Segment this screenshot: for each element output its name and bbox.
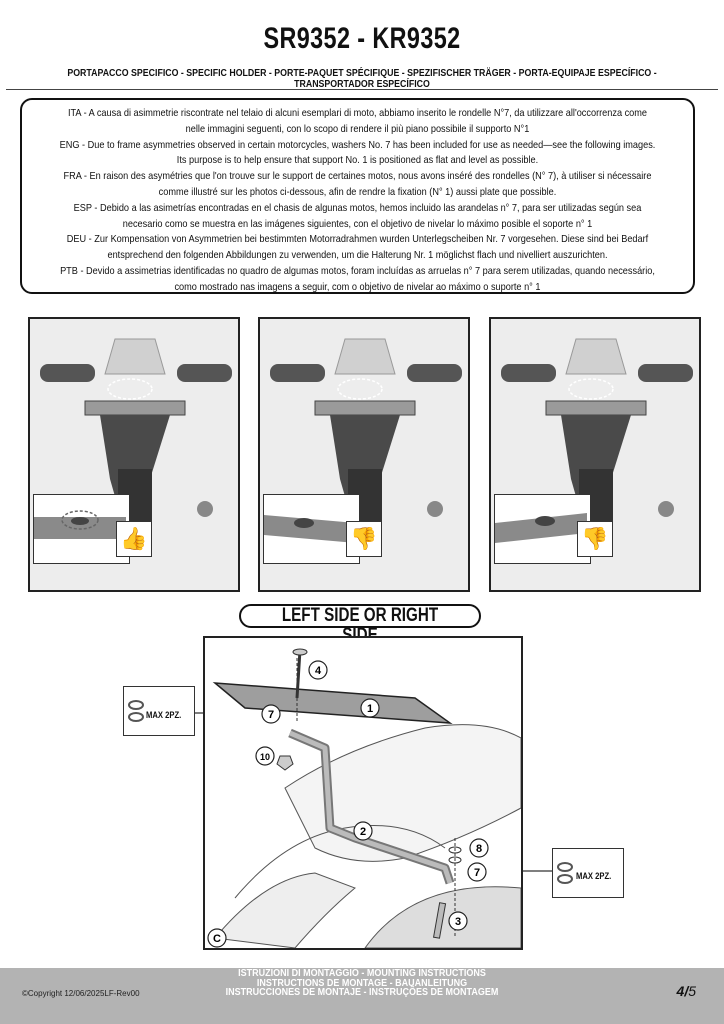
washer-icon (557, 862, 573, 884)
thumbs-down-icon: 👎 (346, 521, 382, 557)
header-divider (6, 89, 718, 90)
footer-line-3: INSTRUCCIONES DE MONTAJE - INSTRUÇÕES DE… (225, 987, 499, 998)
callout-4: 4 (315, 665, 322, 677)
callout-7-lower: 7 (474, 867, 480, 879)
note-fra: FRA - En raison des asymétries que l'on … (63, 171, 652, 198)
callout-10: 10 (260, 752, 270, 762)
washer-detail-inset (33, 494, 130, 564)
washer-detail-inset (494, 494, 591, 564)
document-subtitle: PORTAPACCO SPECIFICO - SPECIFIC HOLDER -… (67, 68, 657, 90)
washer-detail-inset (263, 494, 360, 564)
thumbs-up-icon: 👍 (116, 521, 152, 557)
exploded-view-drawing: 4 1 7 10 2 8 7 3 C (207, 648, 521, 948)
asymmetry-notes-box: ITA - A causa di asimmetrie riscontrate … (20, 98, 695, 294)
assembly-diagram: 4 1 7 10 2 8 7 3 C (203, 636, 523, 950)
thumbs-down-icon: 👎 (577, 521, 613, 557)
callout-2: 2 (360, 826, 366, 838)
washer-icon (128, 700, 144, 722)
callout-7-upper: 7 (268, 709, 274, 721)
max-qty-label-left: MAX 2PZ. (146, 710, 182, 720)
document-title: SR9352 - KR9352 (263, 22, 461, 55)
note-deu: DEU - Zur Kompensation von Asymmetrien b… (66, 234, 649, 262)
footer-line-1: ISTRUZIONI DI MONTAGGIO - MOUNTING INSTR… (238, 968, 486, 979)
photo-panel-incorrect-2: 👎 (489, 317, 701, 592)
washer-qty-box-left (123, 686, 195, 736)
copyright-text: ©Copyright 12/06/2025LF-Rev00 (22, 989, 140, 998)
max-qty-label-right: MAX 2PZ. (576, 871, 612, 881)
side-heading: LEFT SIDE OR RIGHT SIDE (239, 604, 481, 646)
page-total: 5 (688, 983, 696, 999)
page-number: 4/5 (676, 983, 696, 999)
note-ita: ITA - A causa di asimmetrie riscontrate … (67, 108, 648, 135)
callout-1: 1 (367, 703, 373, 715)
photo-panel-incorrect-1: 👎 (258, 317, 470, 592)
photo-panel-correct: 👍 (28, 317, 240, 592)
callout-8: 8 (476, 843, 482, 855)
note-ptb: PTB - Devido a assimetrias identificadas… (60, 265, 655, 293)
note-eng: ENG - Due to frame asymmetries observed … (59, 139, 656, 167)
callout-c: C (213, 933, 221, 945)
callout-3: 3 (455, 916, 461, 928)
note-esp: ESP - Debido a las asimetrías encontrada… (73, 202, 642, 230)
footer-line-2: INSTRUCTIONS DE MONTAGE - BAUANLEITUNG (256, 977, 468, 989)
washer-qty-box-right (552, 848, 624, 898)
page-current: 4 (676, 983, 685, 999)
footer-bar: ISTRUZIONI DI MONTAGGIO - MOUNTING INSTR… (0, 968, 724, 1024)
